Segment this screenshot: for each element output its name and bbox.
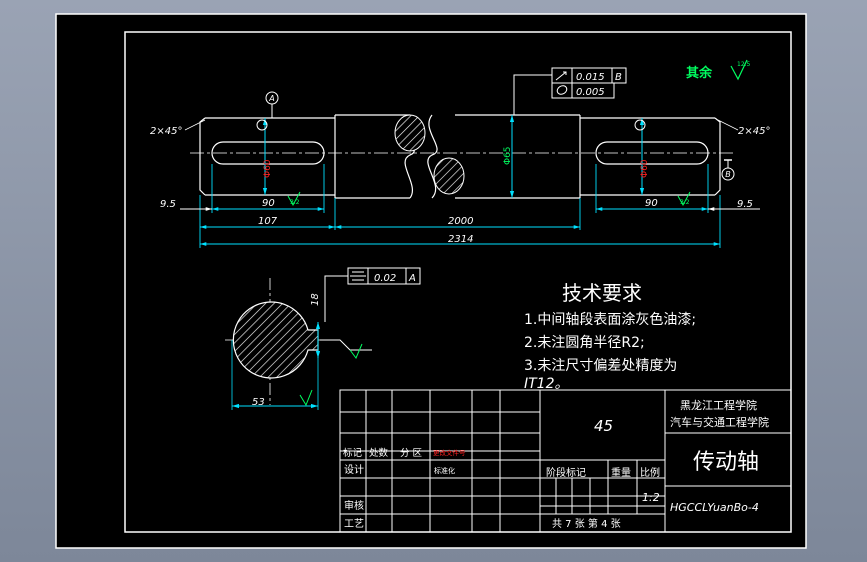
break-hatch-lower-right <box>433 157 465 195</box>
svg-text:Φ60: Φ60 <box>263 159 273 178</box>
svg-text:B: B <box>725 170 731 179</box>
dim-9-5-right: 9.5 <box>737 199 753 210</box>
tb-mark: 标记 <box>343 447 363 459</box>
tech-req-item-3: 3.未注尺寸偏差处精度为 <box>524 358 677 374</box>
svg-text:A: A <box>268 94 274 103</box>
title-block <box>339 389 792 533</box>
tech-req-item-4: IT12。 <box>524 376 569 392</box>
chamfer-right: 2×45° <box>717 119 770 137</box>
tb-standard: 标准化 <box>434 466 455 475</box>
gdt-frame-runout <box>513 67 627 115</box>
keyway-left <box>211 141 325 165</box>
phi-dim-left: Φ60 <box>262 118 273 195</box>
svg-text:2×45°: 2×45° <box>150 126 182 137</box>
dim-18: 18 <box>310 293 321 306</box>
break-curve-right <box>427 114 438 199</box>
gdt-sym-datum: A <box>408 273 416 284</box>
horizontal-dimensions <box>180 164 760 248</box>
tb-sheets: 共 7 张 第 4 张 <box>552 517 621 530</box>
tb-count: 处数 <box>369 447 389 459</box>
section-circle-hatched <box>232 301 319 379</box>
gdt-runout-value: 0.015 <box>576 72 605 83</box>
tb-process: 工艺 <box>344 518 364 530</box>
chamfer-left: 2×45° <box>150 119 206 137</box>
tb-scale: 1:2 <box>642 491 660 504</box>
right-journal-outline <box>714 117 721 196</box>
shaft-main-view <box>190 114 735 199</box>
roughness-marker-right <box>634 119 646 131</box>
roughness-symbol-left: 3.2 <box>287 191 301 207</box>
phi-dim-mid: Φ65 <box>503 115 515 198</box>
svg-text:3.2: 3.2 <box>680 199 690 206</box>
datum-b-marker: B <box>721 159 735 181</box>
roughness-marker-left <box>256 119 268 131</box>
tb-material: 45 <box>594 417 613 435</box>
datum-a-marker: A <box>265 91 279 118</box>
tb-school-1: 黑龙江工程学院 <box>680 398 757 412</box>
tb-ratio: 比例 <box>640 466 660 479</box>
tb-part-title: 传动轴 <box>693 450 759 475</box>
tb-change-doc: 更改文件号 <box>433 448 466 457</box>
tech-req-heading: 技术要求 <box>562 281 642 305</box>
section-view <box>225 278 372 410</box>
roughness-rest-symbol: 12.5 <box>730 59 751 81</box>
tech-req-item-2: 2.未注圆角半径R2; <box>524 335 645 351</box>
gdt-runout-datum: B <box>615 72 622 83</box>
tech-req-item-1: 1.中间轴段表面涂灰色油漆; <box>524 311 696 328</box>
gdt-sym-value: 0.02 <box>374 273 396 284</box>
svg-text:Φ60: Φ60 <box>640 159 650 178</box>
tb-stage-mark: 阶段标记 <box>546 466 586 479</box>
tb-weight: 重量 <box>611 466 631 479</box>
dim-90-left: 90 <box>262 198 275 209</box>
tb-zone: 分 区 <box>400 448 423 459</box>
gdt-cyl-value: 0.005 <box>576 87 605 98</box>
svg-text:2×45°: 2×45° <box>738 126 770 137</box>
break-hatch-upper-left <box>394 114 426 152</box>
svg-text:Φ65: Φ65 <box>503 146 513 165</box>
left-journal-outline <box>199 117 206 196</box>
dim-9-5-left: 9.5 <box>160 199 176 210</box>
tb-design: 设计 <box>344 463 364 476</box>
svg-text:3.2: 3.2 <box>290 199 300 206</box>
svg-text:12.5: 12.5 <box>737 61 751 68</box>
phi-dim-right: Φ60 <box>639 118 650 195</box>
tb-review: 审核 <box>344 499 364 512</box>
keyway-right <box>595 141 709 165</box>
dim-90-right: 90 <box>645 198 658 209</box>
roughness-rest-label: 其余 <box>686 65 713 81</box>
gdt-frame-symmetry <box>324 267 421 322</box>
dim-53: 53 <box>252 397 265 408</box>
roughness-symbol-right: 3.2 <box>677 191 691 207</box>
tb-school-2: 汽车与交通工程学院 <box>670 415 769 429</box>
dim-107: 107 <box>258 216 278 227</box>
drawing-sheet <box>55 13 807 549</box>
tb-drawing-no: HGCCLYuanBo-4 <box>670 501 759 514</box>
dim-2000: 2000 <box>448 216 473 227</box>
dim-2314: 2314 <box>448 234 473 245</box>
